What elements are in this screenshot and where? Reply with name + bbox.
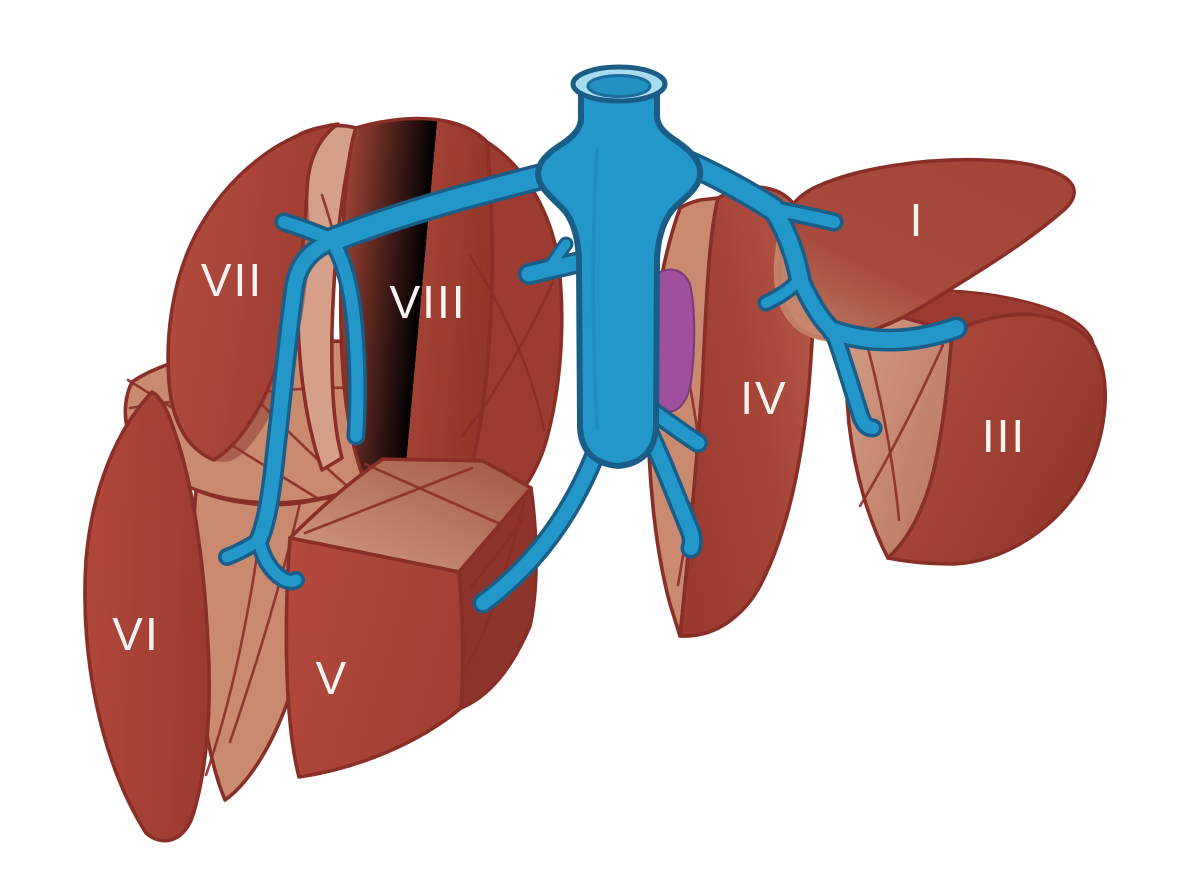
segment-v-front <box>284 536 465 779</box>
segment-v-top-crease <box>303 466 474 535</box>
hepatic-veins <box>218 64 968 614</box>
segment-iii <box>844 289 1107 566</box>
segment-labels: VII VIII I IV III VI V <box>112 194 1026 704</box>
segment-v-right-crease <box>468 513 527 590</box>
vein-branch <box>827 325 879 434</box>
segment-viii-cut-crease <box>460 280 555 438</box>
cut-wedge-crease <box>228 501 302 744</box>
segment-vii-label: VII <box>201 254 263 306</box>
vein-descender <box>252 233 340 547</box>
segment-v-label: V <box>316 652 349 704</box>
segment-vi-label: VI <box>112 608 159 660</box>
inferior-vena-cava <box>535 64 704 469</box>
segment-vi <box>83 390 212 843</box>
vein-bodies <box>221 140 964 610</box>
vein-to-segment-iii <box>825 320 964 348</box>
vein-stub <box>543 239 571 276</box>
segment-i-label: I <box>910 194 925 246</box>
segment-viii-label: VIII <box>389 276 466 328</box>
vein-branch <box>765 201 808 287</box>
vein-middle-prong <box>327 237 364 442</box>
segment-iv-label: IV <box>740 372 787 424</box>
ivc-inner-shade-line <box>591 148 599 430</box>
segment-iii-label: III <box>982 410 1026 462</box>
vein-fork <box>253 534 302 587</box>
segment-iv <box>646 185 815 638</box>
segment-iii-cut-crease <box>858 343 945 508</box>
ivc-trunk <box>535 81 704 469</box>
segment-v <box>284 457 538 779</box>
vein-to-segment-v <box>476 428 609 610</box>
segment-viii-cut-crease <box>468 254 546 432</box>
segment-v-top-crease <box>363 462 509 529</box>
segment-i-underside-band <box>773 200 884 343</box>
ivc-lumen <box>586 74 652 98</box>
segment-vi-front <box>83 390 212 843</box>
segment-iii-front <box>886 312 1107 566</box>
